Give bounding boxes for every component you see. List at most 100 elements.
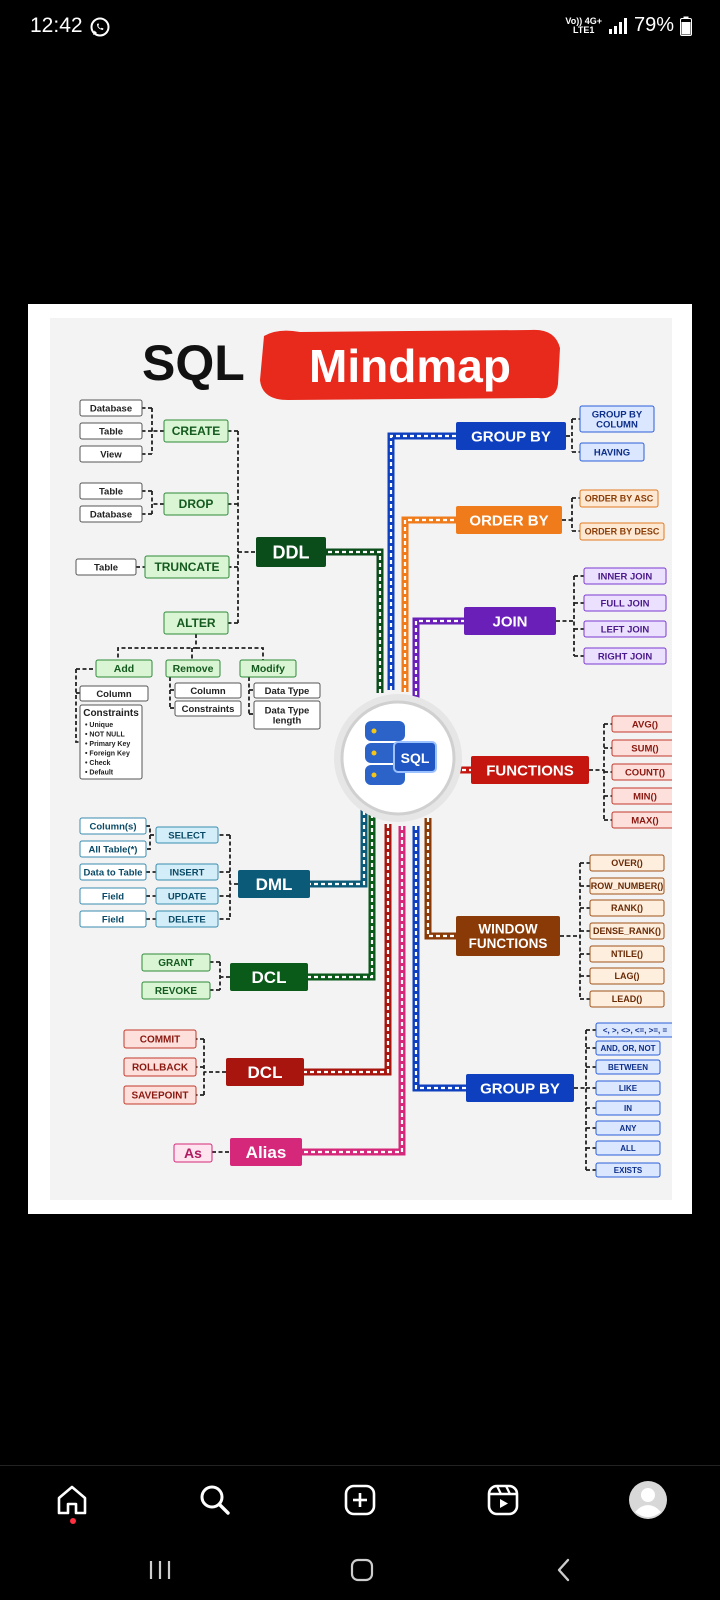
svg-text:<, >, <>, <=, >=, =: <, >, <>, <=, >=, = xyxy=(603,1026,668,1035)
svg-text:ALTER: ALTER xyxy=(176,616,215,630)
svg-text:FUNCTIONS: FUNCTIONS xyxy=(486,762,574,779)
modify-data-type: Data Type xyxy=(253,682,321,699)
svg-text:• Unique: • Unique xyxy=(85,722,113,729)
truncate-node: TRUNCATE xyxy=(144,555,230,579)
truncate-item: Table xyxy=(75,558,137,576)
home-button[interactable] xyxy=(50,1478,94,1522)
svg-text:RANK(): RANK() xyxy=(611,903,643,913)
window-function-item: OVER() xyxy=(589,854,665,872)
svg-text:GRANT: GRANT xyxy=(158,958,194,969)
svg-text:Field: Field xyxy=(102,914,124,925)
operators-connector xyxy=(412,826,468,1092)
order-by-node: ORDER BY xyxy=(456,506,562,534)
functions-node: FUNCTIONS xyxy=(471,756,589,784)
svg-text:Mindmap: Mindmap xyxy=(309,340,511,392)
battery-icon xyxy=(680,16,692,36)
svg-text:CREATE: CREATE xyxy=(172,424,220,438)
ddl-node: DDL xyxy=(256,537,326,567)
window-function-item: LAG() xyxy=(589,967,665,985)
svg-text:Remove: Remove xyxy=(173,663,214,675)
svg-text:MIN(): MIN() xyxy=(633,791,657,802)
as-node: As xyxy=(173,1143,213,1163)
alias-connector xyxy=(300,826,406,1156)
alter-node: ALTER xyxy=(163,611,229,635)
svg-text:WINDOW: WINDOW xyxy=(478,922,537,937)
title-mindmap-banner: Mindmap xyxy=(260,329,560,400)
svg-text:ALL: ALL xyxy=(620,1144,636,1153)
add-branch xyxy=(75,669,80,743)
svg-text:LEFT JOIN: LEFT JOIN xyxy=(601,624,650,635)
svg-text:GROUP BY: GROUP BY xyxy=(480,1080,560,1097)
operator-item: LIKE xyxy=(595,1080,661,1096)
drop-item: Database xyxy=(79,505,143,523)
ddl-connector xyxy=(311,548,384,693)
signal-icon xyxy=(608,17,627,34)
svg-text:COLUMN: COLUMN xyxy=(596,419,638,430)
select-bracket xyxy=(146,825,151,850)
svg-text:• Foreign Key: • Foreign Key xyxy=(85,751,130,758)
create-post-button[interactable] xyxy=(338,1478,382,1522)
title-sql: SQL xyxy=(142,335,245,391)
group-by-node: GROUP BY xyxy=(456,422,566,450)
add-icon xyxy=(344,1484,376,1516)
operator-item: ALL xyxy=(595,1140,661,1156)
operator-item: EXISTS xyxy=(595,1162,661,1178)
tcl-item: ROLLBACK xyxy=(123,1057,197,1077)
network-top-text: Vo)) 4G+ xyxy=(565,15,602,26)
dml-target: Field xyxy=(79,910,147,928)
bottom-navigation xyxy=(0,1465,720,1531)
alias-node: Alias xyxy=(230,1138,302,1166)
profile-button[interactable] xyxy=(626,1478,670,1522)
dml-op-select: SELECT xyxy=(155,826,219,844)
recents-icon xyxy=(149,1561,171,1579)
svg-text:LAG(): LAG() xyxy=(615,971,640,981)
svg-text:SELECT: SELECT xyxy=(168,830,206,841)
tcl-connector xyxy=(303,824,392,1076)
window-function-item: NTILE() xyxy=(589,945,665,963)
svg-text:DML: DML xyxy=(256,875,293,894)
dcl-connector xyxy=(307,814,376,981)
svg-text:IN: IN xyxy=(624,1104,632,1113)
create-item: Table xyxy=(79,422,143,440)
group-by-connector xyxy=(387,432,458,690)
svg-text:FUNCTIONS: FUNCTIONS xyxy=(469,936,548,951)
window-function-item: DENSE_RANK() xyxy=(589,922,665,940)
search-button[interactable] xyxy=(193,1478,237,1522)
home-system-button[interactable] xyxy=(342,1552,382,1588)
drop-node: DROP xyxy=(163,492,229,516)
svg-text:ORDER BY DESC: ORDER BY DESC xyxy=(585,527,660,537)
svg-text:AVG(): AVG() xyxy=(632,719,658,730)
center-label: SQL xyxy=(401,750,430,766)
join-item: INNER JOIN xyxy=(583,567,667,585)
svg-text:Column(s): Column(s) xyxy=(90,821,137,832)
svg-text:• Primary Key: • Primary Key xyxy=(85,741,130,748)
svg-text:REVOKE: REVOKE xyxy=(155,986,198,997)
operators-node: GROUP BY xyxy=(466,1074,574,1102)
svg-text:Data to Table: Data to Table xyxy=(84,867,143,878)
order-by-desc: ORDER BY DESC xyxy=(579,522,665,541)
drop-item: Table xyxy=(79,482,143,500)
dml-connector xyxy=(307,804,368,888)
svg-text:• NOT NULL: • NOT NULL xyxy=(85,732,126,739)
connectors xyxy=(75,407,612,1171)
recent-apps-button[interactable] xyxy=(140,1552,180,1588)
back-button[interactable] xyxy=(544,1552,584,1588)
svg-text:COMMIT: COMMIT xyxy=(140,1035,181,1046)
add-column: Column xyxy=(79,685,149,702)
svg-text:Table: Table xyxy=(99,426,123,437)
reels-button[interactable] xyxy=(481,1478,525,1522)
svg-text:• Default: • Default xyxy=(85,770,114,777)
svg-text:View: View xyxy=(100,449,122,460)
create-item: View xyxy=(79,445,143,463)
svg-text:• Check: • Check xyxy=(85,760,111,767)
avatar-icon xyxy=(629,1481,667,1519)
svg-text:DCL: DCL xyxy=(252,968,287,987)
svg-text:LIKE: LIKE xyxy=(619,1084,638,1093)
status-bar: 12:42 Vo)) 4G+ LTE1 79% xyxy=(0,0,720,54)
svg-text:DENSE_RANK(): DENSE_RANK() xyxy=(593,926,661,936)
svg-text:Modify: Modify xyxy=(251,663,285,675)
svg-text:FULL JOIN: FULL JOIN xyxy=(601,598,650,609)
remove-column: Column xyxy=(174,682,242,699)
